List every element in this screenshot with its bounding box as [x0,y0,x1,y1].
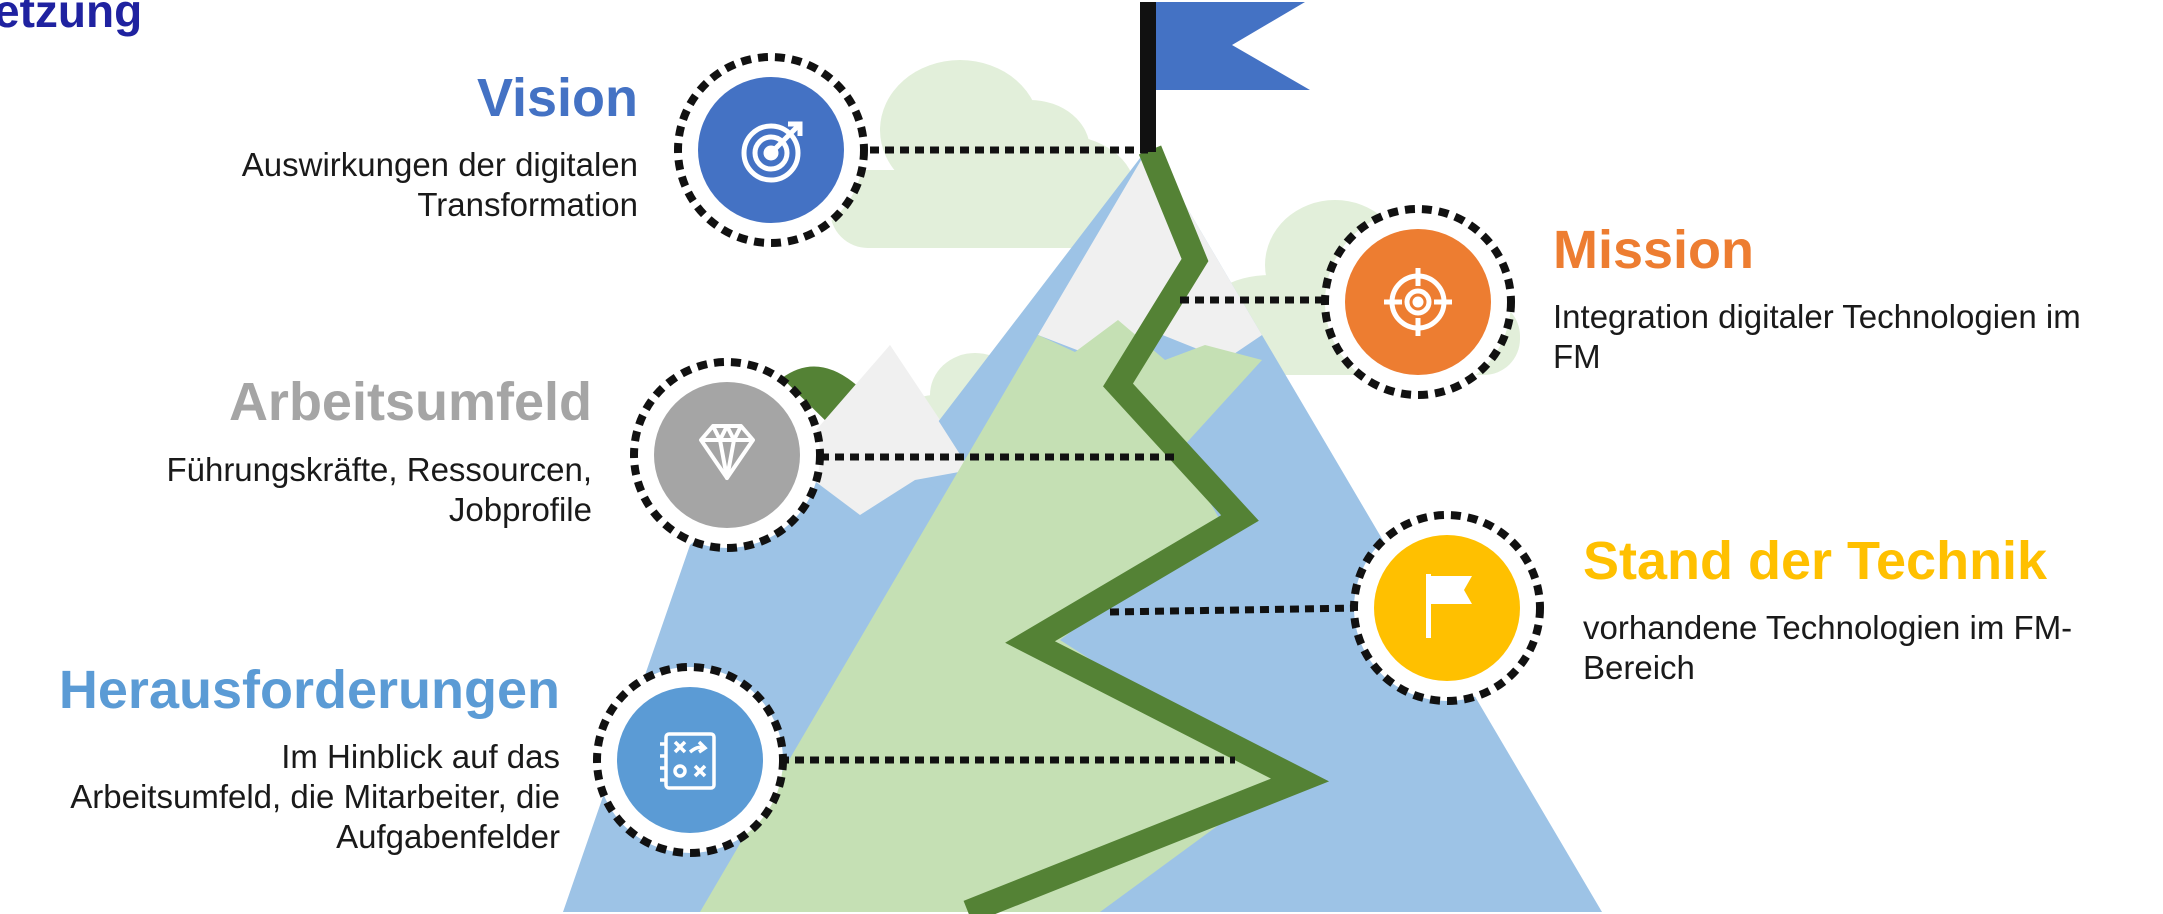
herausforderungen-desc-line1: Im Hinblick auf das [281,738,560,775]
arbeitsumfeld-desc-line2: Jobprofile [448,491,592,528]
snow-cap [1038,145,1262,360]
vision-desc-line1: Auswirkungen der digitalen [241,146,638,183]
technik-title: Stand der Technik [1583,531,2048,591]
mission-title: Mission [1553,220,1755,280]
vision-desc-line2: Transformation [417,186,638,223]
herausforderungen-description: Im Hinblick auf das Arbeitsumfeld, die M… [70,737,560,857]
left-peak-snow [790,345,970,515]
technik-connector [1109,604,1363,616]
arbeitsumfeld-description: Führungskräfte, Ressourcen, Jobprofile [166,450,592,530]
herausforderungen-title: Herausforderungen [58,660,560,720]
technik-desc-line2: Bereich [1583,649,1695,686]
flag-pole [1140,2,1156,152]
connectors [780,146,1363,764]
herausforderungen-desc-line2: Arbeitsumfeld, die Mitarbeiter, die [70,778,560,815]
diamond-icon [699,424,755,480]
vision-badge [674,53,868,247]
page-heading: etzung [0,0,143,37]
mission-badge [1321,205,1515,399]
herausforderungen-badge [593,663,787,857]
strategy-board-icon [660,732,716,790]
flag-icon [1426,574,1472,638]
cloud-top [830,60,1135,248]
technik-desc-line1: vorhandene Technologien im FM- [1583,609,2073,646]
summit-flag [1156,2,1310,90]
vision-description: Auswirkungen der digitalen Transformatio… [242,145,638,225]
arbeitsumfeld-title: Arbeitsumfeld [228,372,592,432]
climbing-path [963,145,1330,914]
crosshair-icon [1384,268,1452,336]
mission-desc-line1: Integration digitaler Technologien im [1553,298,2081,335]
vision-title: Vision [476,68,638,128]
mission-desc-line2: FM [1553,338,1601,375]
mountain-green-face [700,320,1280,912]
target-arrow-icon [741,121,803,183]
herausforderungen-desc-line3: Aufgabenfelder [336,818,560,855]
arbeitsumfeld-badge [630,358,824,552]
arbeitsumfeld-desc-line1: Führungskräfte, Ressourcen, [166,451,592,488]
technik-description: vorhandene Technologien im FM- Bereich [1583,608,2072,688]
mission-description: Integration digitaler Technologien im FM [1553,297,2163,377]
technik-badge [1350,511,1544,705]
